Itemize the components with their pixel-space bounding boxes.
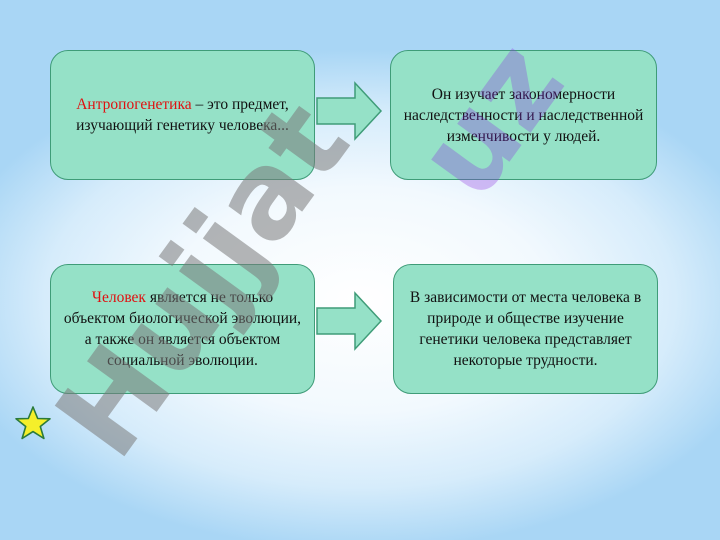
study-text: Он изучает закономерности наследственнос… bbox=[403, 85, 644, 145]
study-box: Он изучает закономерности наследственнос… bbox=[390, 50, 657, 180]
definition-box: Антропогенетика – это предмет, изучающий… bbox=[50, 50, 315, 180]
star-icon bbox=[15, 406, 51, 440]
term-highlight: Антропогенетика bbox=[76, 96, 192, 113]
arrow-right-icon bbox=[316, 291, 383, 351]
human-highlight: Человек bbox=[91, 289, 146, 306]
watermark-suffix: uz bbox=[389, 17, 590, 222]
watermark-text: Hujjat bbox=[29, 77, 376, 481]
difficulty-text: В зависимости от места человека в природ… bbox=[409, 289, 642, 369]
human-text: Человек является не только объектом биол… bbox=[61, 287, 304, 371]
definition-text: Антропогенетика – это предмет, изучающий… bbox=[61, 94, 304, 136]
definition-rest: – это предмет, изучающий генетику челове… bbox=[76, 96, 289, 134]
human-rest: является не только объектом биологическо… bbox=[63, 289, 302, 369]
arrow-right-icon bbox=[316, 81, 383, 141]
human-box: Человек является не только объектом биол… bbox=[50, 264, 315, 394]
difficulty-box: В зависимости от места человека в природ… bbox=[393, 264, 658, 394]
